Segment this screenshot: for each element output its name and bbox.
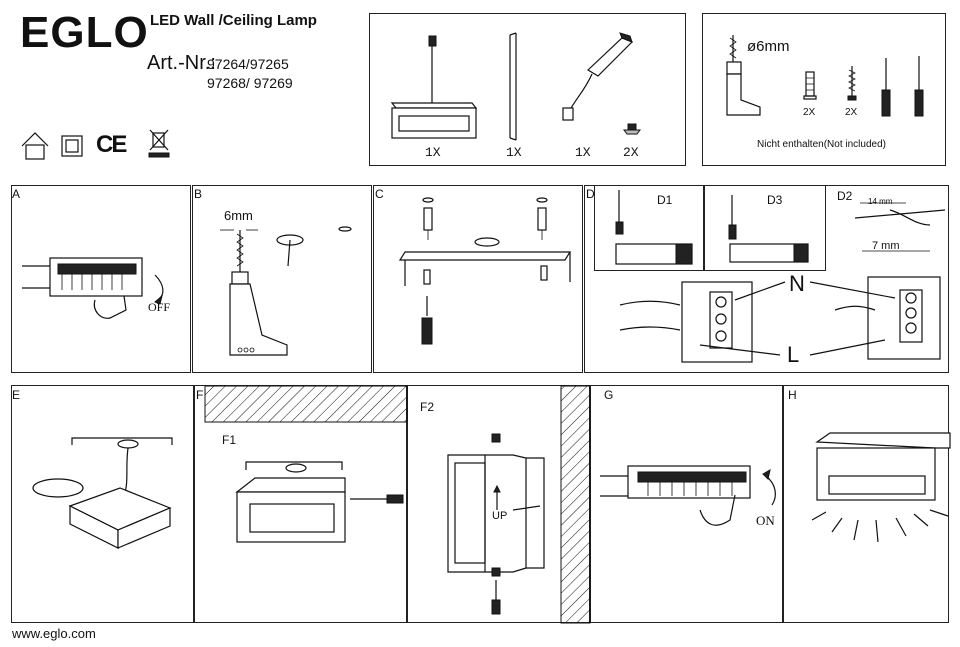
step-d1-subpanel [594,186,704,271]
step-e-label: E [12,388,21,402]
art-numbers-line1: 97264/97265 [207,56,289,72]
flat-screwdriver-icon [881,58,891,117]
ce-mark-icon: CE [96,131,127,158]
bracket-qty: 1X [506,145,522,160]
step-f2-up-label: UP [492,510,508,522]
dowel-icon [803,71,817,100]
step-e-lamp-drawing [32,437,173,549]
drill-icon [726,35,761,116]
step-d-strip-7mm: 7 mm [872,240,900,252]
screw-qty: 2X [623,145,639,160]
step-f1-ceiling-drawing [204,385,408,543]
drill-size-label: ø6mm [747,38,790,55]
step-d2-label: D2 [837,189,853,203]
lamp-icon [390,35,478,139]
step-a-off-label: OFF [148,300,171,314]
led-driver-icon [562,32,634,121]
step-d-label: D [586,187,595,201]
lamp-qty: 1X [425,145,441,160]
step-d3-subpanel [704,186,826,271]
step-d-panel [584,185,949,373]
art-number-label: Art.-Nr.: [147,52,216,74]
step-d3-label: D3 [767,193,783,207]
wood-screw-icon [847,66,857,101]
d3-driver [728,195,809,263]
phillips-screwdriver-icon [914,56,924,117]
step-f1-label: F1 [222,433,237,447]
art-numbers-line2: 97268/ 97269 [207,75,293,91]
step-c-panel [373,185,583,373]
wood-screw-qty: 2X [845,107,858,118]
product-title: LED Wall /Ceiling Lamp [150,12,317,29]
footer-url[interactable]: www.eglo.com [12,626,96,641]
indoor-house-icon [21,132,49,160]
step-h-panel [783,385,949,623]
step-b-drill-size: 6mm [224,208,253,223]
tools-not-included-note: Nicht enthalten(Not included) [757,139,886,150]
tools-panel [702,13,946,166]
step-h-lit-lamp-drawing [811,432,951,543]
step-f2-label: F2 [420,400,435,414]
dowel-qty: 2X [803,107,816,118]
step-g-on-label: ON [756,513,775,528]
neutral-terminal-label: N [789,271,805,296]
package-contents-panel [369,13,686,166]
terminal-block-left [619,281,786,363]
step-e-panel [11,385,194,623]
driver-qty: 1X [575,145,591,160]
weee-crossed-bin-icon [148,129,170,158]
live-terminal-label: L [787,342,800,367]
step-g-label: G [604,388,614,402]
terminal-block-right [809,276,941,360]
step-c-label: C [375,187,384,201]
step-b-label: B [194,187,203,201]
d2-strip-length [854,202,946,252]
step-a-panel [11,185,191,373]
d1-driver [615,190,693,265]
class-ii-double-square-icon [61,135,83,157]
step-d1-label: D1 [657,193,673,207]
step-b-panel [192,185,372,373]
step-f-label: F [196,388,204,402]
mounting-bracket-icon [509,32,517,141]
step-a-label: A [12,187,21,201]
brand-logo: EGLO [20,8,149,57]
screw-icon [623,123,641,135]
step-h-label: H [788,388,797,402]
step-f2-wall-drawing [447,385,591,624]
step-g-breaker-drawing [600,465,776,526]
step-d-strip-14mm: 14 mm [868,197,893,206]
